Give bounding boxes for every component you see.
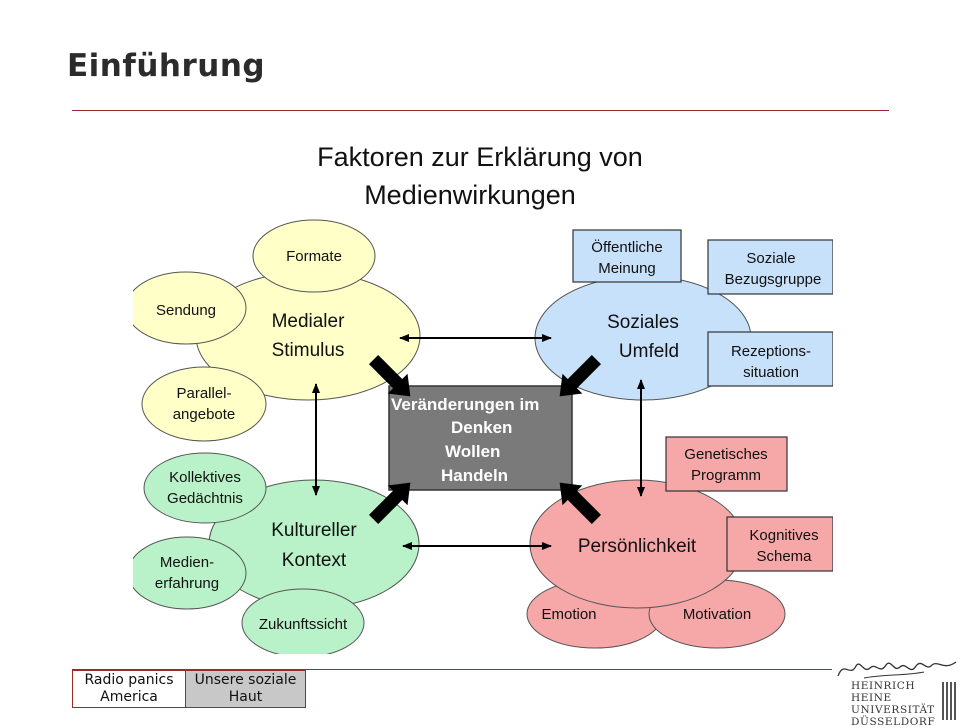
- motivation-label: Motivation: [683, 606, 751, 623]
- arrow-kontext-to-center: [368, 482, 411, 525]
- tab-radio-panics-america[interactable]: Radio panics America: [72, 670, 186, 708]
- logo-line: HEINRICH HEINE: [851, 680, 916, 704]
- logo-bars-icon: [942, 682, 956, 720]
- sendung-label: Sendung: [156, 302, 216, 319]
- formate-label: Formate: [286, 248, 342, 265]
- page-title: Einführung: [67, 48, 266, 84]
- tab-unsere-soziale-haut[interactable]: Unsere soziale Haut: [186, 670, 306, 708]
- zukunftssicht-label: Zukunftssicht: [259, 616, 348, 633]
- arrow-persoenlichkeit-to-center: [559, 482, 602, 525]
- footer-divider: [72, 669, 832, 670]
- influence-arrows: [368, 354, 602, 525]
- arrow-umfeld-to-center: [559, 354, 602, 397]
- university-logo: HEINRICH HEINE UNIVERSITÄT DÜSSELDORF: [834, 656, 960, 728]
- logo-line: DÜSSELDORF: [851, 716, 936, 728]
- tab-label: Haut: [228, 689, 263, 705]
- persoenlichkeit-label: Persönlichkeit: [578, 536, 697, 557]
- signature-icon: [837, 661, 957, 679]
- emotion-label: Emotion: [541, 606, 596, 623]
- tab-label: Unsere soziale: [194, 672, 297, 688]
- connection-arrows: [312, 334, 645, 550]
- title-divider: [72, 110, 889, 111]
- tab-label: Radio panics: [84, 672, 174, 688]
- parallelangebote-label: Parallel-angebote: [173, 385, 236, 423]
- tab-label: America: [100, 689, 158, 705]
- rezeptionssituation-label: Rezeptions-situation: [731, 343, 811, 381]
- medienerfahrung-label: Medien-erfahrung: [155, 554, 219, 592]
- logo-line: UNIVERSITÄT: [851, 704, 935, 716]
- arrow-stimulus-to-center: [368, 354, 411, 397]
